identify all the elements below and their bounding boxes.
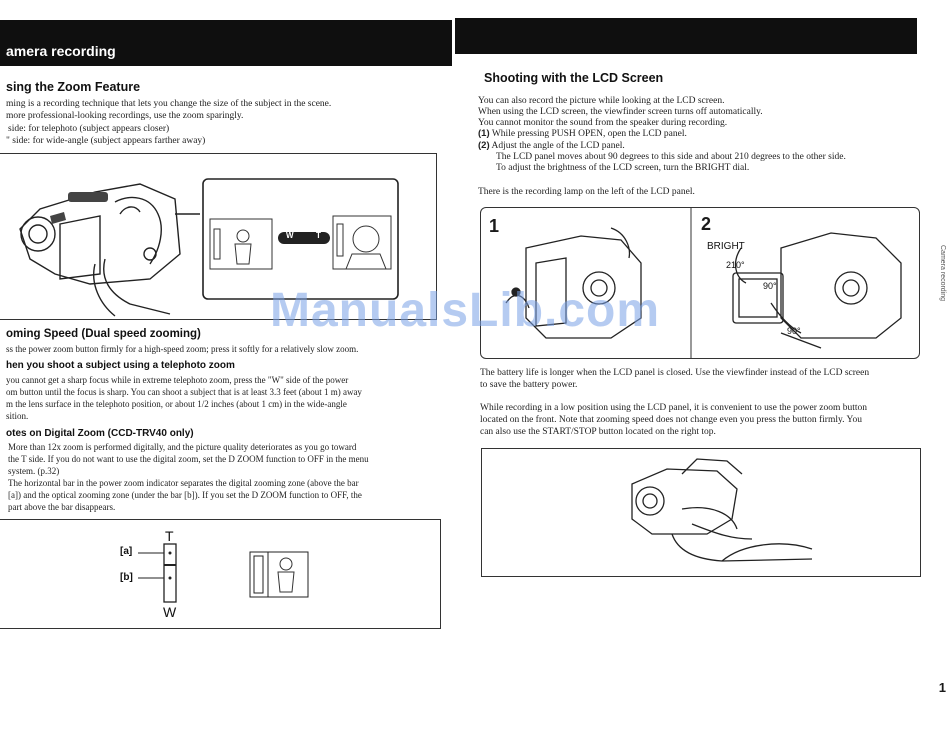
lcd-line-3: You cannot monitor the sound from the sp… bbox=[478, 118, 728, 128]
bar-label-b: [b] bbox=[120, 572, 133, 583]
zoom-w-label: W bbox=[286, 231, 294, 240]
telephoto-line-2: om button until the focus is sharp. You … bbox=[6, 387, 362, 397]
step2-line-1: The LCD panel moves about 90 degrees to … bbox=[496, 152, 846, 162]
left-header-bar bbox=[0, 20, 452, 66]
camcorder-hand-illustration bbox=[19, 178, 399, 317]
step2-line-2: To adjust the brightness of the LCD scre… bbox=[496, 163, 750, 173]
bar-label-w: W bbox=[163, 604, 177, 620]
digital-line-2: the T side. If you do not want to use th… bbox=[8, 454, 369, 464]
step-1-text: While pressing PUSH OPEN, open the LCD p… bbox=[491, 129, 687, 139]
side-tab: Camera recording bbox=[939, 245, 946, 302]
lowpos-line-2: located on the front. Note that zooming … bbox=[480, 415, 862, 425]
step-2-number: (2) bbox=[478, 140, 490, 151]
step-2-text: Adjust the angle of the LCD panel. bbox=[491, 141, 625, 151]
watermark: ManualsLib.com bbox=[270, 284, 661, 337]
lcd-line-2: When using the LCD screen, the viewfinde… bbox=[478, 107, 763, 117]
angle-90-label-a: 90° bbox=[763, 281, 777, 291]
step1-number: 1 bbox=[489, 216, 500, 236]
digital-line-6: part above the bar disappears. bbox=[8, 502, 116, 512]
speed-heading: oming Speed (Dual speed zooming) bbox=[6, 328, 201, 340]
digital-line-5: [a]) and the optical zooming zone (under… bbox=[8, 490, 362, 500]
digital-line-4: The horizontal bar in the power zoom ind… bbox=[8, 478, 359, 488]
telephoto-heading: hen you shoot a subject using a telephot… bbox=[6, 360, 235, 371]
battery-line-1: The battery life is longer when the LCD … bbox=[480, 368, 870, 378]
telephoto-line-3: m the lens surface in the telephoto posi… bbox=[6, 399, 347, 409]
zoom-t-label: T bbox=[316, 231, 321, 240]
digital-line-1: More than 12x zoom is performed digitall… bbox=[8, 442, 357, 452]
step-2: (2) Adjust the angle of the LCD panel. bbox=[478, 140, 625, 152]
lcd-steps-figure: 1 2 BRIGHT 210° 90° 90° bbox=[480, 207, 920, 359]
step-1-number: (1) bbox=[478, 128, 490, 139]
angle-210-label: 210° bbox=[726, 260, 745, 270]
zoom-bar-figure: [a] [b] T W bbox=[0, 519, 441, 629]
battery-line-2: to save the battery power. bbox=[480, 380, 578, 390]
lamp-line: There is the recording lamp on the left … bbox=[478, 187, 695, 197]
right-header-bar bbox=[455, 18, 917, 54]
zoom-heading: sing the Zoom Feature bbox=[6, 80, 141, 94]
digital-heading: otes on Digital Zoom (CCD-TRV40 only) bbox=[6, 428, 194, 439]
lowpos-line-1: While recording in a low position using … bbox=[480, 403, 868, 413]
page-number: 1 bbox=[938, 680, 946, 695]
zoom-line-4: " side: for wide-angle (subject appears … bbox=[6, 136, 206, 146]
camcorder-step1-illustration bbox=[505, 227, 642, 339]
lowpos-line-3: can also use the START/STOP button locat… bbox=[480, 427, 716, 437]
hand-holding-camcorder-illustration bbox=[631, 458, 813, 562]
bar-label-t: T bbox=[165, 528, 174, 544]
camcorder-step2-illustration bbox=[732, 232, 902, 349]
step-1: (1) While pressing PUSH OPEN, open the L… bbox=[478, 128, 687, 140]
telephoto-line-4: sition. bbox=[6, 411, 29, 421]
lowpos-figure bbox=[481, 448, 921, 577]
zoom-line-2: more professional-looking recordings, us… bbox=[6, 111, 244, 121]
lcd-line-1: You can also record the picture while lo… bbox=[478, 96, 725, 106]
speed-line: ss the power zoom button firmly for a hi… bbox=[6, 344, 359, 354]
bright-label: BRIGHT bbox=[707, 241, 745, 252]
zoom-line-1: ming is a recording technique that lets … bbox=[6, 99, 332, 109]
section-title: amera recording bbox=[6, 43, 116, 59]
zoom-figure: W T bbox=[0, 153, 437, 320]
bar-label-a: [a] bbox=[120, 546, 133, 557]
telephoto-line-1: you cannot get a sharp focus while in ex… bbox=[6, 375, 349, 385]
digital-line-3: system. (p.32) bbox=[8, 466, 60, 476]
step2-number: 2 bbox=[701, 214, 712, 234]
zoom-line-3: side: for telephoto (subject appears clo… bbox=[8, 124, 170, 134]
lcd-heading: Shooting with the LCD Screen bbox=[484, 71, 664, 85]
angle-90-label-b: 90° bbox=[787, 326, 801, 336]
